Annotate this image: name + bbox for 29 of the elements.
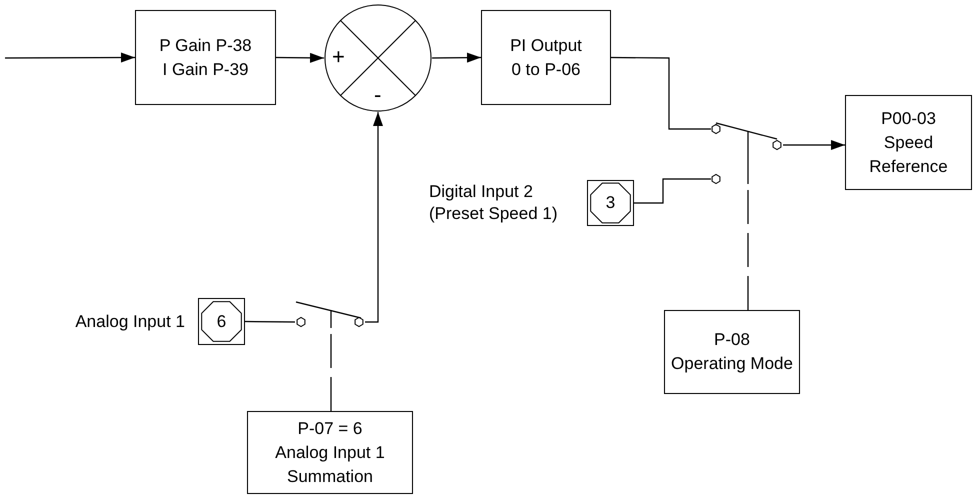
- arrow: [365, 112, 383, 323]
- input-label: Analog Input 1: [75, 310, 185, 332]
- box-text: P00-03: [881, 108, 936, 130]
- process-box: [664, 310, 800, 394]
- box-text: Speed Reference: [868, 132, 949, 178]
- process-box: [247, 411, 413, 494]
- box-text: Analog Input 1 Summation: [274, 442, 386, 488]
- box-text: I Gain P-39: [162, 58, 248, 80]
- box-text: Operating Mode: [671, 353, 793, 375]
- box-text: P-08: [714, 329, 750, 351]
- sign-label: +: [332, 46, 345, 68]
- box-text: 0 to P-06: [512, 58, 580, 80]
- arrow: [432, 52, 481, 63]
- box-text: P-07 = 6: [298, 418, 362, 440]
- connector-line: [634, 178, 711, 204]
- input-label: Digital Input 2 (Preset Speed 1): [429, 181, 559, 225]
- process-box: [845, 95, 972, 190]
- process-box: [481, 10, 611, 105]
- process-box: [135, 10, 276, 105]
- terminal-number: 6: [216, 310, 226, 333]
- arrow: [5, 52, 135, 63]
- terminal-number: 3: [606, 192, 616, 214]
- connector-line: [245, 320, 295, 323]
- sign-label: -: [374, 84, 382, 106]
- connector-line: [611, 56, 711, 130]
- arrow: [276, 52, 324, 63]
- box-text: PI Output: [510, 34, 582, 56]
- box-text: P Gain P-38: [159, 34, 252, 56]
- arrow: [783, 140, 845, 150]
